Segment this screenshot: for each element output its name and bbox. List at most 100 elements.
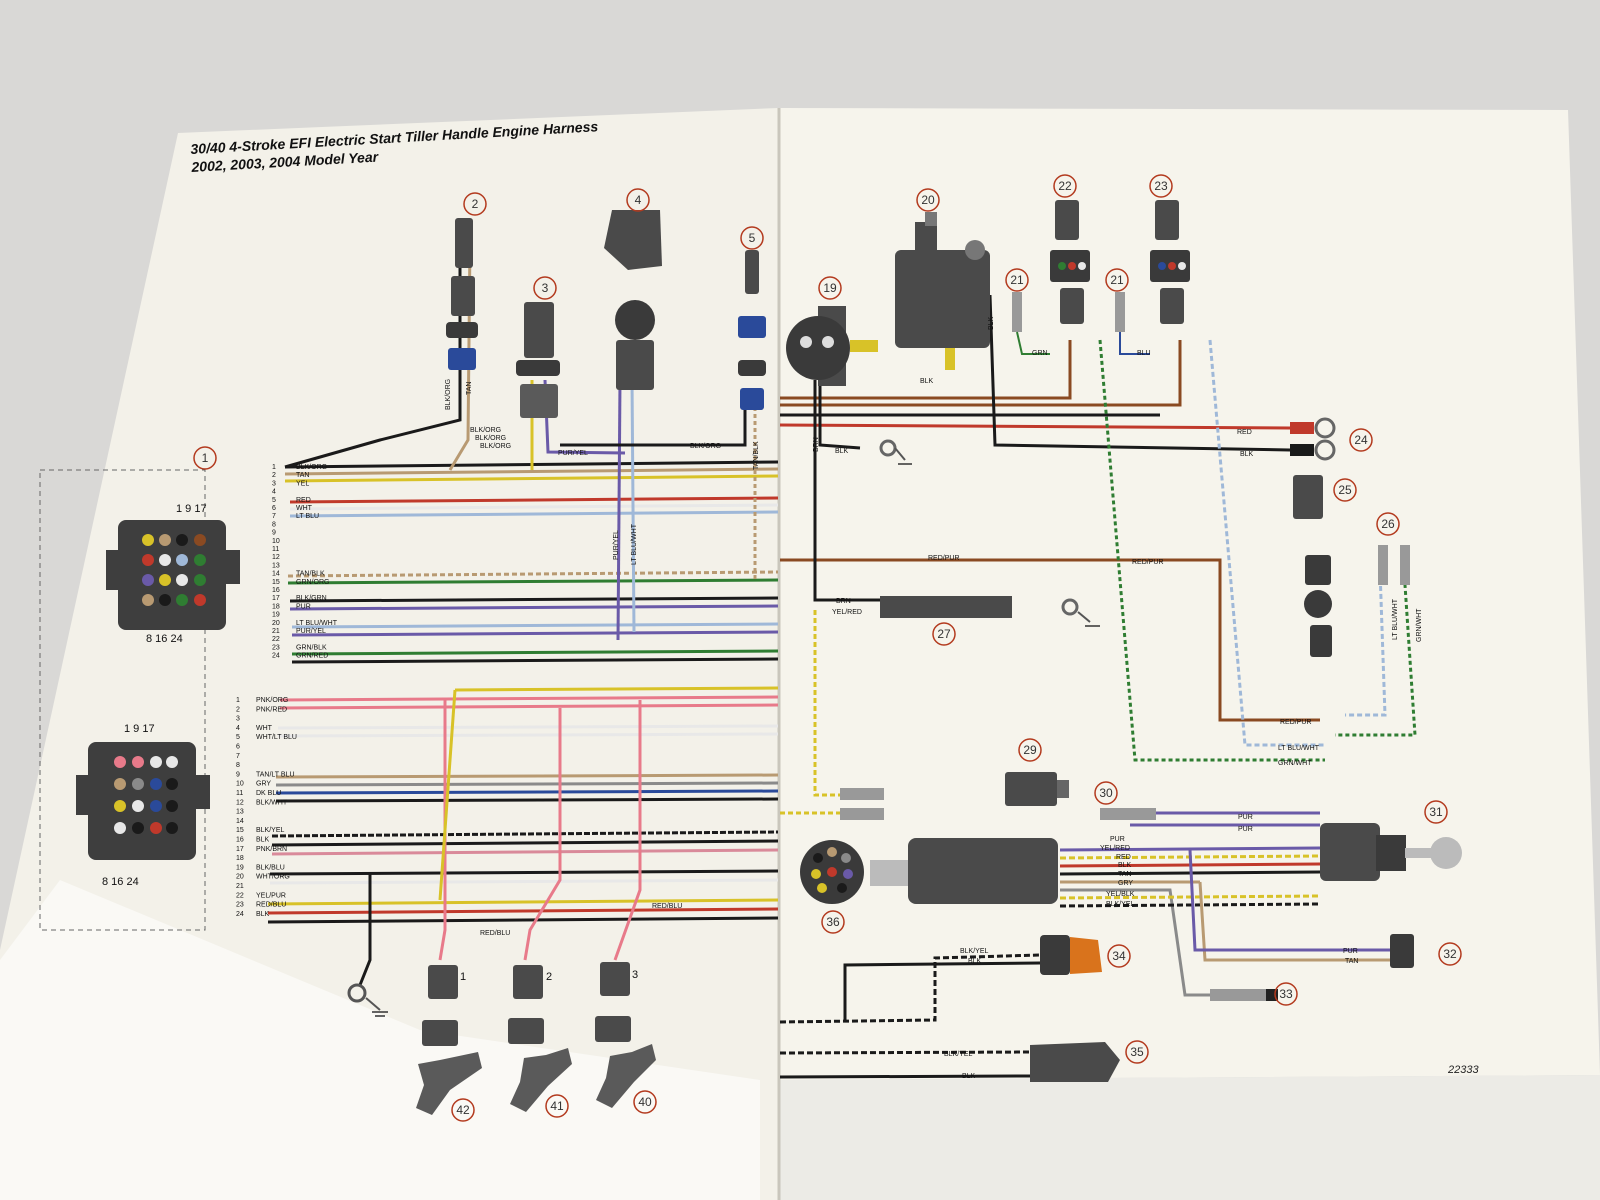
callout-41: 41 (545, 1094, 569, 1118)
throttle-position-sensor-4 (604, 210, 662, 390)
wire-label-pur-32: PUR (1343, 948, 1358, 955)
callout-35-number: 35 (1130, 1045, 1144, 1059)
starter-solenoid-19 (786, 306, 878, 386)
ground-terminal-left (347, 983, 388, 1017)
tether-switch-35 (1030, 1042, 1120, 1082)
connector-lower-pins-top: 1 9 17 (124, 723, 155, 735)
callout-5-number: 5 (749, 231, 756, 245)
wire-label-red-pur-c: RED/PUR (1280, 719, 1312, 726)
upper-pin-5-label: RED (296, 497, 311, 504)
callout-23: 23 (1149, 174, 1173, 198)
wire-label-blk-20: BLK (920, 378, 934, 385)
lower-pin-12-number: 12 (236, 799, 244, 806)
wire-label-pur-b: PUR (1238, 826, 1253, 833)
lower-pin-17-number: 17 (236, 846, 244, 853)
callout-1: 1 (193, 446, 217, 470)
wire-label-blk-yel-34: BLK/YEL (960, 948, 989, 955)
sensor-5 (738, 250, 766, 410)
callout-33: 33 (1274, 982, 1298, 1006)
sensor-25 (1293, 475, 1332, 657)
connector-32 (1390, 934, 1414, 968)
lower-pin-19-number: 19 (236, 864, 244, 871)
lower-pin-20-number: 20 (236, 874, 244, 881)
callout-24-number: 24 (1354, 433, 1368, 447)
lower-pin-7-number: 7 (236, 753, 240, 760)
relay-23 (1150, 200, 1190, 324)
wire-label-blu-21: BLU (1137, 350, 1151, 357)
wire-label-k-blk-yel: BLK/YEL (1106, 901, 1135, 908)
wire-label-pur-yel-vert: PUR/YEL (613, 530, 620, 560)
callout-2: 2 (463, 192, 487, 216)
callout-23-number: 23 (1154, 179, 1168, 193)
lower-pin-10-number: 10 (236, 781, 244, 788)
injector-position-1: 1 (460, 971, 466, 983)
test-leads-26 (1378, 545, 1410, 585)
lower-pin-1-number: 1 (236, 697, 240, 704)
connector-upper-pins-top: 1 9 17 (176, 503, 207, 515)
upper-harness-wires (284, 460, 779, 664)
wire-label-red-pur-b: RED/PUR (1132, 559, 1164, 566)
callout-31-number: 31 (1429, 805, 1443, 819)
upper-pin-2-number: 2 (272, 472, 276, 479)
callout-27: 27 (932, 622, 956, 646)
lower-pin-9-number: 9 (236, 771, 240, 778)
lower-pin-23-label: RED/BLU (256, 902, 286, 909)
upper-pin-6-label: WHT (296, 505, 313, 512)
warning-horn-34 (1040, 935, 1102, 975)
callout-42-number: 42 (456, 1103, 470, 1117)
wire-label-tan-2: TAN (466, 382, 473, 395)
wire-label-blk-org-b: BLK/ORG (475, 435, 506, 442)
injector-position-2: 2 (546, 971, 552, 983)
wire-label-red-24: RED (1237, 429, 1252, 436)
callout-26-number: 26 (1381, 517, 1395, 531)
upper-pin-1-label: BLK/ORG (296, 464, 327, 471)
callout-3: 3 (533, 276, 557, 300)
upper-pin-12-number: 12 (272, 554, 280, 561)
callout-19: 19 (818, 276, 842, 300)
wire-label-red-blu-a: RED/BLU (480, 930, 510, 937)
upper-pin-2-label: TAN (296, 472, 309, 479)
wire-label-blk-org-a: BLK/ORG (470, 427, 501, 434)
callout-36: 36 (821, 910, 845, 934)
lower-pin-19-label: BLK/BLU (256, 864, 285, 871)
callout-21: 21 (1105, 268, 1129, 292)
stop-switch-29 (840, 772, 1069, 820)
harness-plug-36 (800, 838, 1058, 904)
callout-29-number: 29 (1023, 743, 1037, 757)
callout-22: 22 (1053, 174, 1077, 198)
injector-drop-wires (358, 686, 779, 986)
map-sensor-2 (446, 218, 478, 370)
callout-19-number: 19 (823, 281, 837, 295)
callout-33-number: 33 (1279, 987, 1293, 1001)
wire-label-grn-21: GRN (1032, 350, 1048, 357)
test-leads-21 (1012, 292, 1150, 355)
lower-pin-10-label: GRY (256, 781, 271, 788)
callout-24: 24 (1349, 428, 1373, 452)
lower-pin-18-number: 18 (236, 855, 244, 862)
lower-pin-15-number: 15 (236, 827, 244, 834)
callout-25: 25 (1333, 478, 1357, 502)
callout-34-number: 34 (1112, 949, 1126, 963)
upper-pin-9-number: 9 (272, 530, 276, 537)
battery-terminals-24 (1290, 417, 1336, 461)
wire-label-brn-19: BRN (813, 437, 820, 452)
upper-pin-11-number: 11 (272, 546, 279, 553)
wire-label-tan-32: TAN (1345, 958, 1358, 965)
callout-40: 40 (633, 1090, 657, 1114)
callout-5: 5 (740, 226, 764, 250)
callout-30-number: 30 (1099, 786, 1113, 800)
callout-32-number: 32 (1443, 947, 1457, 961)
upper-pin-17-label: BLK/GRN (296, 595, 327, 602)
lower-pin-6-number: 6 (236, 744, 240, 751)
relay-22 (1050, 200, 1090, 324)
lower-pin-23-number: 23 (236, 902, 244, 909)
wire-label-k-blk: BLK (1118, 862, 1132, 869)
lower-pin-11-label: DK BLU (256, 790, 281, 797)
lower-pin-15-label: BLK/YEL (256, 827, 285, 834)
upper-pin-17-number: 17 (272, 595, 280, 602)
wire-label-blk-34: BLK (968, 958, 982, 965)
upper-pin-24-number: 24 (272, 653, 280, 660)
wire-label-lt-blu-wht-vert: LT BLU/WHT (631, 523, 638, 565)
callout-3-number: 3 (542, 281, 549, 295)
lower-pin-12-label: BLK/WHT (256, 799, 288, 806)
